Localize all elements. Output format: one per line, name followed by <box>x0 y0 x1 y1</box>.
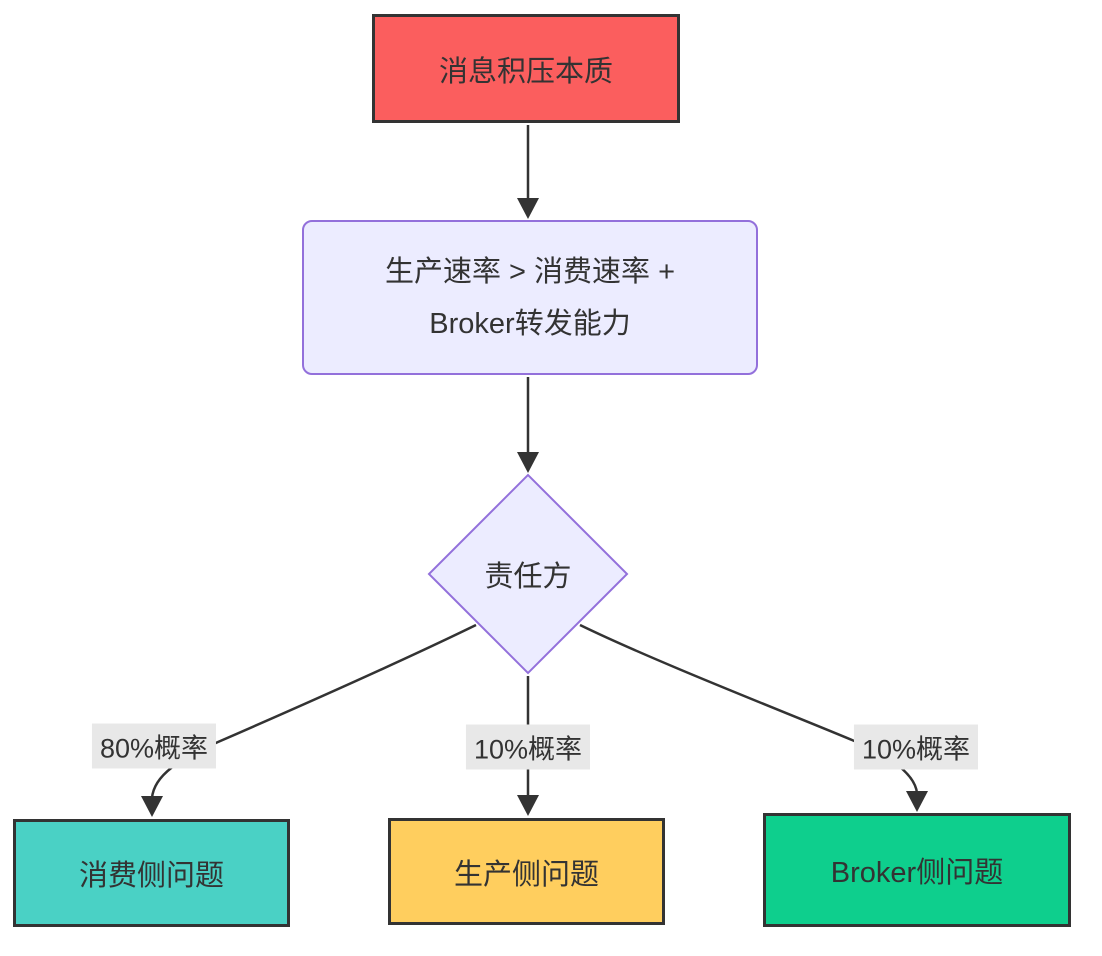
node-producer-label: 生产侧问题 <box>453 858 599 891</box>
edge-decision-to-consumer <box>150 623 477 799</box>
node-essence[interactable]: 消息积压本质 <box>372 14 680 123</box>
arrowhead-formula-to-decision <box>517 452 539 473</box>
arrowhead-decision-to-producer <box>517 795 539 816</box>
edge-label-consumer-probability: 80%概率 <box>91 723 217 769</box>
arrowhead-essence-to-formula <box>517 198 539 219</box>
node-broker-label: Broker侧问题 <box>830 857 1004 889</box>
node-formula-line2: Broker转发能力 <box>429 307 631 340</box>
node-formula[interactable]: 生产速率 > 消费速率 + Broker转发能力 <box>302 220 758 375</box>
edge-label-producer-probability: 10%概率 <box>465 724 591 770</box>
node-decision-label: 责任方 <box>484 561 572 593</box>
arrowhead-decision-to-broker <box>906 791 928 812</box>
node-essence-label: 消息积压本质 <box>438 55 613 88</box>
node-formula-line1: 生产速率 > 消费速率 + <box>384 255 676 288</box>
node-producer-side[interactable]: 生产侧问题 <box>388 818 665 925</box>
edge-decision-to-broker <box>579 623 919 794</box>
arrowhead-decision-to-consumer <box>141 796 163 817</box>
node-consumer-label: 消费侧问题 <box>78 860 224 892</box>
node-broker-side[interactable]: Broker侧问题 <box>763 813 1071 927</box>
node-consumer-side[interactable]: 消费侧问题 <box>13 819 290 927</box>
edge-label-broker-probability: 10%概率 <box>853 724 979 770</box>
